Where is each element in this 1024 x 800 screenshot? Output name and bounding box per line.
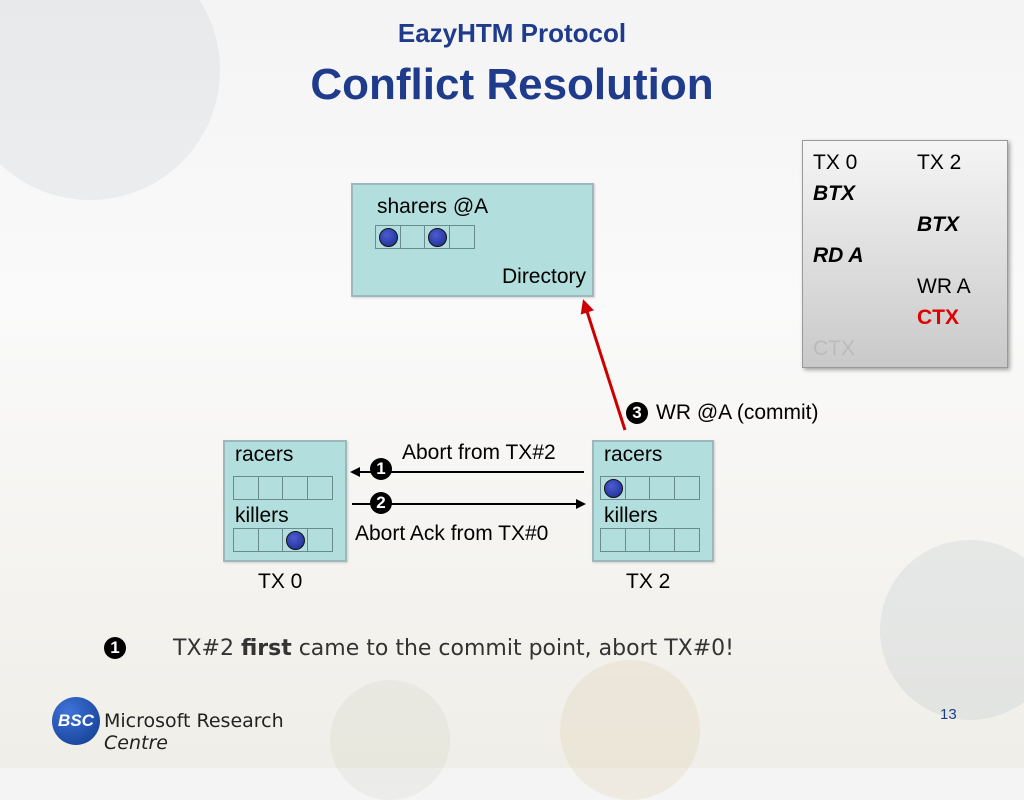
background-decoration — [560, 660, 700, 800]
bit-cell — [399, 225, 426, 249]
bit-cell — [282, 528, 308, 552]
bit-cell — [673, 476, 700, 500]
bit-cell — [424, 225, 450, 249]
set-bit-dot — [604, 479, 623, 498]
set-bit-dot — [286, 531, 305, 550]
tx0-racers-label: racers — [235, 443, 294, 466]
bit-cell — [600, 528, 626, 552]
bit-cell — [233, 528, 259, 552]
bit-cell — [649, 476, 675, 500]
bit-cell — [673, 528, 700, 552]
bit-cell — [448, 225, 475, 249]
tx2-killers-cells — [600, 528, 700, 552]
directory-label: Directory — [501, 265, 586, 288]
bit-cell — [624, 528, 651, 552]
tx2-racers-label: racers — [604, 443, 663, 466]
bit-cell — [257, 476, 284, 500]
step2-marker: 2 — [370, 492, 392, 514]
tx0-name: TX 0 — [258, 570, 303, 593]
bit-cell — [306, 476, 333, 500]
sharers-cells — [375, 225, 475, 249]
tx0-killers-cells — [233, 528, 333, 552]
background-decoration — [880, 540, 1024, 720]
step1-label: Abort from TX#2 — [402, 441, 556, 464]
timeline-col1-header: TX 0 — [813, 151, 858, 174]
footnote-pre: TX#2 — [173, 636, 241, 661]
commit-arrow — [580, 299, 627, 431]
timeline-entry: CTX — [917, 306, 959, 329]
background-decoration — [330, 680, 450, 800]
tx2-box: racers killers — [592, 440, 714, 562]
step1-marker: 1 — [370, 458, 392, 480]
set-bit-dot — [379, 228, 398, 247]
tx0-killers-label: killers — [235, 504, 289, 527]
tx0-box: racers killers — [223, 440, 347, 562]
tx2-killers-label: killers — [604, 504, 658, 527]
step2-label: Abort Ack from TX#0 — [355, 522, 549, 545]
logo-line1: Microsoft Research — [104, 710, 284, 732]
set-bit-dot — [428, 228, 447, 247]
timeline-entry: BTX — [917, 213, 959, 236]
timeline-entry: WR A — [917, 275, 971, 298]
timeline-entry: BTX — [813, 182, 855, 205]
step3-label: WR @A (commit) — [656, 401, 819, 424]
tx2-name: TX 2 — [626, 570, 671, 593]
bit-cell — [282, 476, 308, 500]
footnote-bold: first — [240, 636, 292, 661]
tx2-racers-cells — [600, 476, 700, 500]
bsc-logo: BSC — [52, 697, 100, 745]
bit-cell — [600, 476, 626, 500]
bit-cell — [624, 476, 651, 500]
bit-cell — [649, 528, 675, 552]
tx0-racers-cells — [233, 476, 333, 500]
footnote-marker: 1 — [104, 637, 126, 659]
bit-cell — [375, 225, 401, 249]
bit-cell — [306, 528, 333, 552]
directory-box: sharers @A Directory — [351, 183, 594, 297]
sharers-label: sharers @A — [377, 195, 489, 218]
step3-marker: 3 — [626, 402, 648, 424]
timeline-entry: RD A — [813, 244, 864, 267]
footnote-post: came to the commit point, abort TX#0! — [291, 636, 734, 661]
logo-text: Microsoft Research Centre — [104, 710, 284, 754]
footnote-text: TX#2 first came to the commit point, abo… — [173, 636, 734, 661]
bit-cell — [233, 476, 259, 500]
slide-subtitle: EazyHTM Protocol — [397, 18, 627, 48]
timeline-col2-header: TX 2 — [917, 151, 962, 174]
logo-line2: Centre — [104, 732, 168, 754]
page-number: 13 — [940, 706, 957, 723]
timeline-entry: CTX — [813, 337, 855, 360]
bit-cell — [257, 528, 284, 552]
timeline-panel: TX 0 TX 2 BTX BTX RD A WR A CTX CTX — [802, 140, 1008, 368]
slide-title: Conflict Resolution — [310, 60, 714, 109]
